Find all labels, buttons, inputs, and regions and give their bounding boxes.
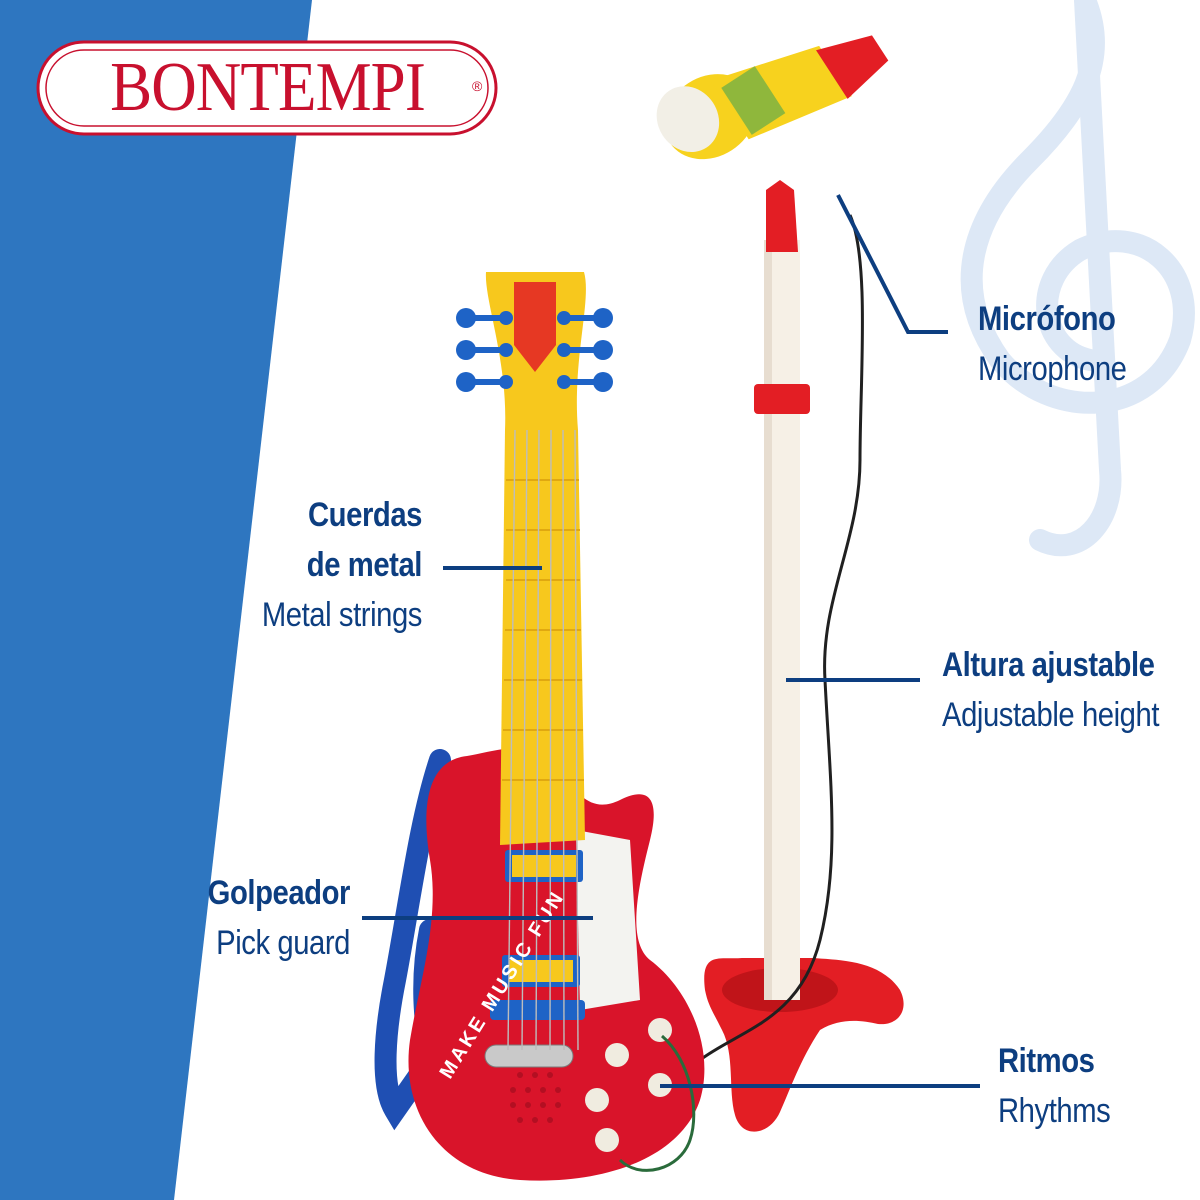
brand-name: BONTEMPI: [110, 49, 426, 126]
registered-mark: ®: [472, 78, 483, 94]
toy-guitar: MAKE MUSIC FUN: [374, 272, 705, 1181]
side-panel: [0, 0, 312, 1200]
microphone-leader: [836, 194, 948, 334]
callout-microphone-es: Micrófono: [978, 300, 1116, 338]
callout-strings-es-line2: de metal: [306, 546, 423, 584]
callout-strings-es-line1: Cuerdas: [307, 496, 422, 534]
bontempi-logo: [36, 40, 498, 136]
callout-pickguard: Golpeador Pick guard: [100, 868, 351, 968]
microphone-stand: [656, 35, 904, 1132]
callout-rhythms: Ritmos Rhythms: [998, 1036, 1129, 1136]
callout-strings: Cuerdas de metal Metal strings: [120, 490, 423, 640]
callout-microphone: Micrófono Microphone: [978, 294, 1151, 394]
callout-pickguard-en: Pick guard: [216, 924, 350, 962]
callout-rhythms-en: Rhythms: [998, 1092, 1111, 1130]
callout-height: Altura ajustable Adjustable height: [942, 640, 1194, 740]
callout-lines: [362, 194, 980, 1088]
callout-rhythms-es: Ritmos: [998, 1042, 1095, 1080]
callout-height-es: Altura ajustable: [942, 646, 1155, 684]
callout-pickguard-es: Golpeador: [207, 874, 351, 912]
treble-clef-decoration: [960, 0, 1195, 557]
callout-strings-en: Metal strings: [261, 596, 423, 634]
callout-height-en: Adjustable height: [942, 696, 1160, 734]
callout-microphone-en: Microphone: [978, 350, 1127, 388]
